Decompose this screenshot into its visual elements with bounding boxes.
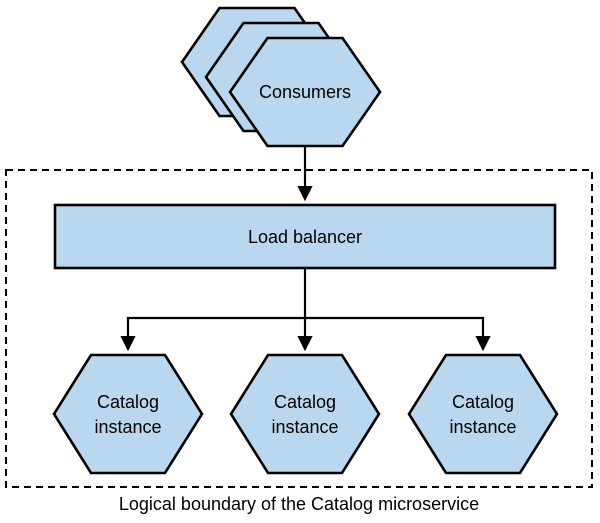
catalog-instance-hexagon [407, 353, 559, 475]
catalog-instance-label-line1: Catalog [274, 392, 336, 412]
catalog-instance-label-line2: instance [449, 417, 516, 437]
catalog-instance-hexagon [229, 353, 381, 475]
loadbalancer-fanout-connectors [120, 268, 491, 352]
catalog-instance-hexagon [52, 353, 204, 475]
catalog-instance-right: Catalog instance [407, 353, 559, 475]
load-balancer-label: Load balancer [248, 227, 362, 247]
catalog-instance-label-line2: instance [94, 417, 161, 437]
catalog-instance-label-line2: instance [271, 417, 338, 437]
catalog-instance-label-line1: Catalog [452, 392, 514, 412]
diagram-caption: Logical boundary of the Catalog microser… [119, 494, 479, 514]
load-balancer-box [53, 203, 557, 270]
catalog-instance-middle: Catalog instance [229, 353, 381, 475]
load-balancer: Load balancer [53, 203, 557, 270]
catalog-instance-left: Catalog instance [52, 353, 204, 475]
consumers-hexagon-front [228, 36, 382, 148]
consumers-label: Consumers [259, 82, 351, 102]
logical-boundary-box [5, 169, 593, 488]
catalog-instance-label-line1: Catalog [97, 392, 159, 412]
consumers-hexagon-stack: Consumers [180, 6, 382, 148]
